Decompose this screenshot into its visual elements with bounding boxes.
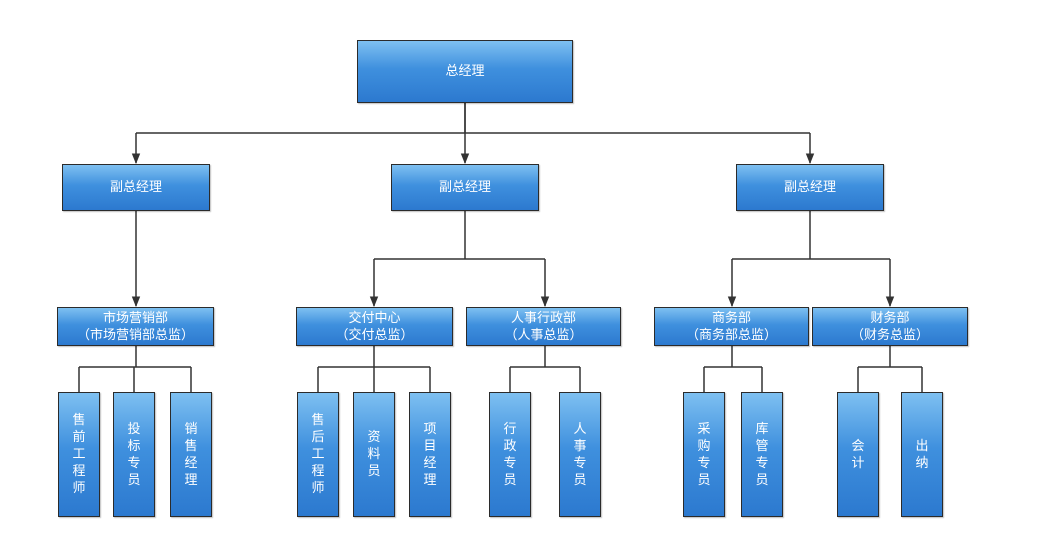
node-label: 采 购 专 员 [697, 421, 711, 488]
node-label: 行 政 专 员 [503, 421, 517, 488]
node-commerce-dept: 商务部 （商务部总监） [654, 307, 809, 346]
node-label: 资 料 员 [367, 430, 381, 479]
node-data-clerk: 资 料 员 [353, 392, 395, 517]
node-label: 会 计 [851, 438, 865, 471]
node-label: 副总经理 [109, 180, 162, 195]
node-label: 人事行政部 （人事总监） [504, 310, 583, 343]
node-sales-manager: 销 售 经 理 [170, 392, 212, 517]
node-label: 副总经理 [438, 180, 491, 195]
node-cashier: 出 纳 [901, 392, 943, 517]
node-label: 财务部 （财务总监） [850, 310, 929, 343]
node-label: 人 事 专 员 [573, 421, 587, 488]
node-label: 总经理 [445, 64, 485, 79]
node-purchasing-specialist: 采 购 专 员 [683, 392, 725, 517]
node-label: 售 后 工 程 师 [311, 413, 325, 496]
node-warehouse-specialist: 库 管 专 员 [741, 392, 783, 517]
node-label: 售 前 工 程 师 [72, 413, 86, 496]
node-label: 市场营销部 （市场营销部总监） [76, 310, 194, 343]
node-accountant: 会 计 [837, 392, 879, 517]
node-vp-left: 副总经理 [62, 164, 210, 211]
node-aftersales-engineer: 售 后 工 程 师 [297, 392, 339, 517]
node-delivery-center: 交付中心 （交付总监） [296, 307, 453, 346]
node-finance-dept: 财务部 （财务总监） [812, 307, 968, 346]
node-project-manager: 项 目 经 理 [409, 392, 451, 517]
node-hr-admin-dept: 人事行政部 （人事总监） [466, 307, 621, 346]
node-hr-specialist: 人 事 专 员 [559, 392, 601, 517]
node-presales-engineer: 售 前 工 程 师 [58, 392, 100, 517]
node-label: 副总经理 [783, 180, 836, 195]
node-label: 项 目 经 理 [423, 421, 437, 488]
node-label: 库 管 专 员 [755, 421, 769, 488]
node-bid-specialist: 投 标 专 员 [113, 392, 155, 517]
node-general-manager: 总经理 [357, 40, 573, 103]
node-label: 商务部 （商务部总监） [685, 310, 777, 343]
node-marketing-dept: 市场营销部 （市场营销部总监） [57, 307, 214, 346]
node-label: 交付中心 （交付总监） [335, 310, 414, 343]
node-label: 出 纳 [915, 438, 929, 471]
node-vp-right: 副总经理 [736, 164, 884, 211]
node-label: 投 标 专 员 [127, 421, 141, 488]
node-vp-mid: 副总经理 [391, 164, 539, 211]
node-admin-specialist: 行 政 专 员 [489, 392, 531, 517]
node-label: 销 售 经 理 [184, 421, 198, 488]
